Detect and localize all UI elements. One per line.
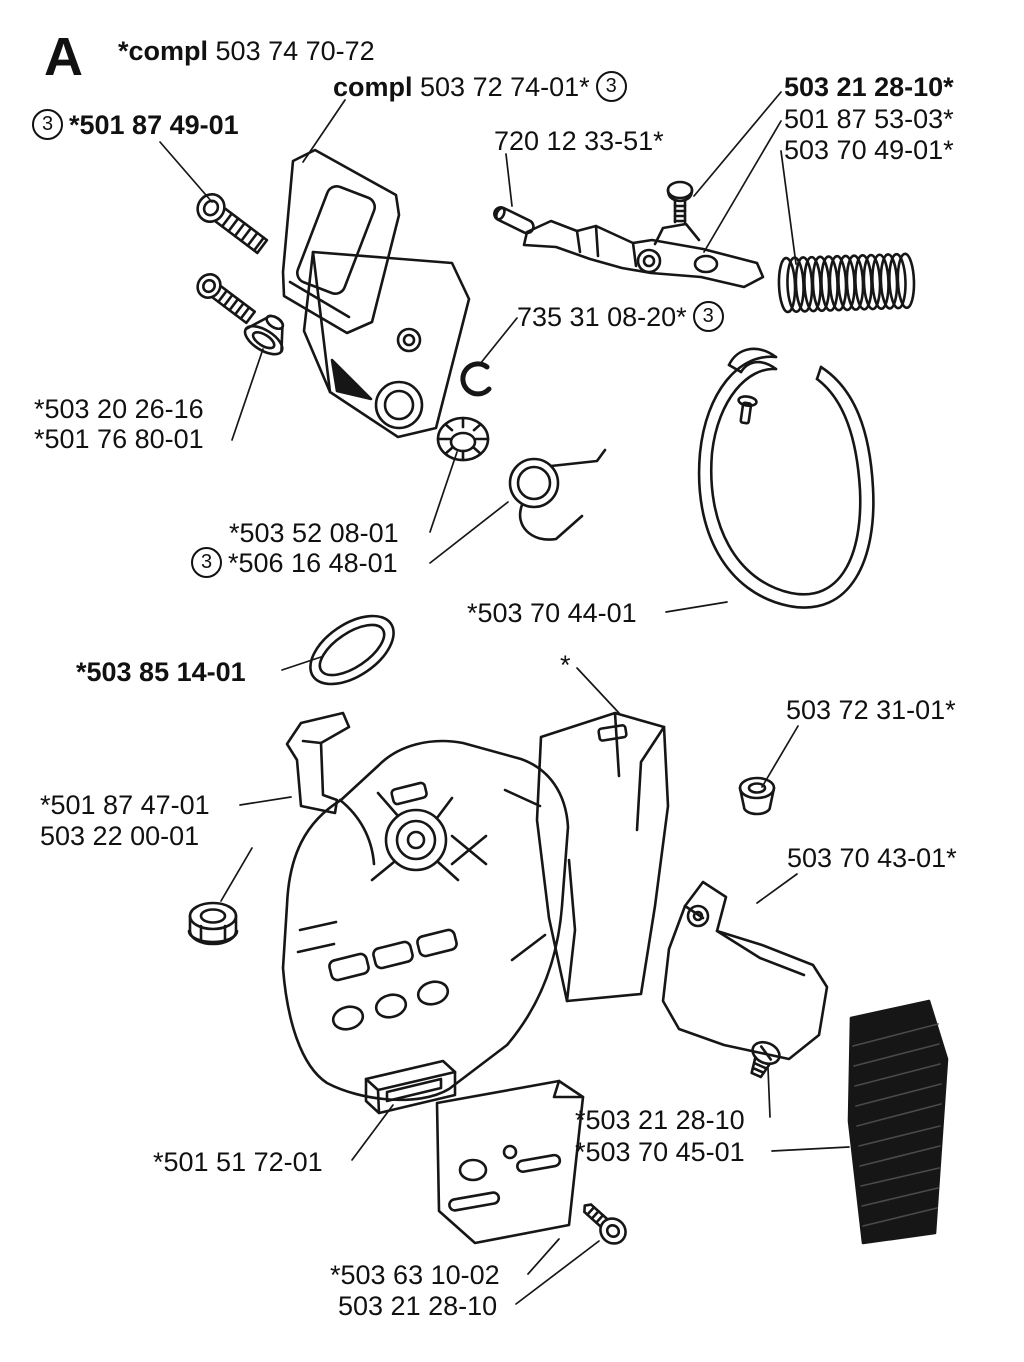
label-text: * bbox=[560, 650, 571, 680]
part-label-503-22-00-01: 503 22 00-01 bbox=[40, 821, 199, 852]
clutch-cover bbox=[281, 739, 570, 1102]
label-bold: compl bbox=[333, 72, 413, 102]
label-text: *503 21 28-10 bbox=[575, 1105, 745, 1135]
label-bold: *compl bbox=[118, 36, 209, 66]
part-label-503-72-31-01: 503 72 31-01* bbox=[786, 695, 956, 726]
part-label-501-87-49-01: 3*501 87 49-01 bbox=[32, 109, 239, 142]
part-label-720-12-33-51: 720 12 33-51* bbox=[494, 126, 664, 157]
part-label-503-70-44-01: *503 70 44-01 bbox=[467, 598, 637, 629]
label-text: 720 12 33-51* bbox=[494, 126, 664, 156]
hand-guard-plate bbox=[281, 148, 401, 335]
part-label-735-31-08-20: 735 31 08-20*3 bbox=[517, 301, 730, 334]
quantity-badge: 3 bbox=[595, 71, 627, 103]
part-label-503-85-14-01: *503 85 14-01 bbox=[76, 657, 246, 688]
cover-screw bbox=[750, 1040, 781, 1079]
part-label-501-76-80-01: *501 76 80-01 bbox=[34, 424, 204, 455]
label-text: *501 51 72-01 bbox=[153, 1147, 323, 1177]
label-text: *503 20 26-16 bbox=[34, 394, 204, 424]
part-label-503-70-49-01: 503 70 49-01* bbox=[784, 135, 954, 166]
cone-washer bbox=[243, 314, 285, 356]
quantity-badge: 3 bbox=[692, 301, 724, 333]
brake-lever bbox=[522, 219, 765, 289]
part-label-503-70-43-01: 503 70 43-01* bbox=[787, 843, 957, 874]
label-text: 503 70 43-01* bbox=[787, 843, 957, 873]
label-text: 503 21 28-10 bbox=[338, 1291, 498, 1321]
label-text: 735 31 08-20* bbox=[517, 302, 687, 332]
part-label-503-74-70-72: *compl 503 74 70-72 bbox=[118, 36, 375, 67]
coil-spring bbox=[777, 252, 916, 314]
gasket-ring bbox=[309, 614, 395, 686]
label-text: *503 63 10-02 bbox=[330, 1260, 500, 1290]
brake-band bbox=[697, 347, 875, 609]
part-label-501-87-47-01: *501 87 47-01 bbox=[40, 790, 210, 821]
label-text: *501 87 47-01 bbox=[40, 790, 210, 820]
mount-bracket bbox=[285, 711, 351, 815]
part-label-503-20-26-16: *503 20 26-16 bbox=[34, 394, 204, 425]
part-label-501-51-72-01: *501 51 72-01 bbox=[153, 1147, 323, 1178]
part-label-503-63-10-02: *503 63 10-02 bbox=[330, 1260, 500, 1291]
label-text: *506 16 48-01 bbox=[228, 548, 398, 578]
label-bold: *503 85 14-01 bbox=[76, 657, 246, 687]
label-text: 503 70 49-01* bbox=[784, 135, 954, 165]
part-label-506-16-48-01: 3*506 16 48-01 bbox=[191, 547, 398, 580]
label-text: 503 72 31-01* bbox=[786, 695, 956, 725]
quantity-badge: 3 bbox=[32, 109, 63, 141]
adjuster-cap bbox=[436, 416, 490, 462]
label-bold: *501 87 49-01 bbox=[69, 110, 239, 140]
label-bold: 503 21 28-10* bbox=[784, 72, 954, 102]
side-cover bbox=[661, 880, 829, 1061]
part-label-503-21-28-10-bottom: 503 21 28-10 bbox=[338, 1291, 497, 1322]
label-text: *501 76 80-01 bbox=[34, 424, 204, 454]
guard-bolt bbox=[196, 193, 269, 255]
torsion-spring bbox=[508, 448, 607, 541]
leader-lines bbox=[159, 91, 850, 1305]
lever-screw bbox=[666, 180, 694, 224]
quantity-badge: 3 bbox=[191, 547, 222, 579]
label-text: 503 22 00-01 bbox=[40, 821, 200, 851]
part-label-503-72-74-01: compl 503 72 74-01*3 bbox=[333, 71, 633, 104]
label-text: 503 74 70-72 bbox=[208, 36, 375, 66]
label-text: *503 70 45-01 bbox=[575, 1137, 745, 1167]
side-plate bbox=[847, 999, 949, 1245]
plate-screw bbox=[583, 1203, 627, 1245]
guard-bracket bbox=[302, 250, 471, 439]
section-letter: A bbox=[44, 27, 84, 87]
label-text: *503 52 08-01 bbox=[229, 518, 399, 548]
inner-cover bbox=[535, 711, 670, 1003]
label-text: 501 87 53-03* bbox=[784, 104, 954, 134]
part-label-503-52-08-01: *503 52 08-01 bbox=[229, 518, 399, 549]
grommet bbox=[738, 776, 776, 816]
part-label-503-70-45-01: *503 70 45-01 bbox=[575, 1137, 745, 1168]
chain-guide-plate bbox=[435, 1079, 585, 1245]
label-text: *503 70 44-01 bbox=[467, 598, 637, 628]
label-text: 503 72 74-01* bbox=[412, 72, 590, 102]
small-bolt bbox=[196, 273, 257, 325]
part-label-503-21-28-10-mid: *503 21 28-10 bbox=[575, 1105, 745, 1136]
part-label-asterisk: * bbox=[560, 650, 571, 681]
retaining-clip bbox=[460, 361, 492, 397]
part-label-503-21-28-10-top: 503 21 28-10* bbox=[784, 72, 954, 103]
part-label-501-87-53-03: 501 87 53-03* bbox=[784, 104, 954, 135]
rubber-pad bbox=[364, 1059, 457, 1115]
flange-nut bbox=[187, 901, 239, 946]
